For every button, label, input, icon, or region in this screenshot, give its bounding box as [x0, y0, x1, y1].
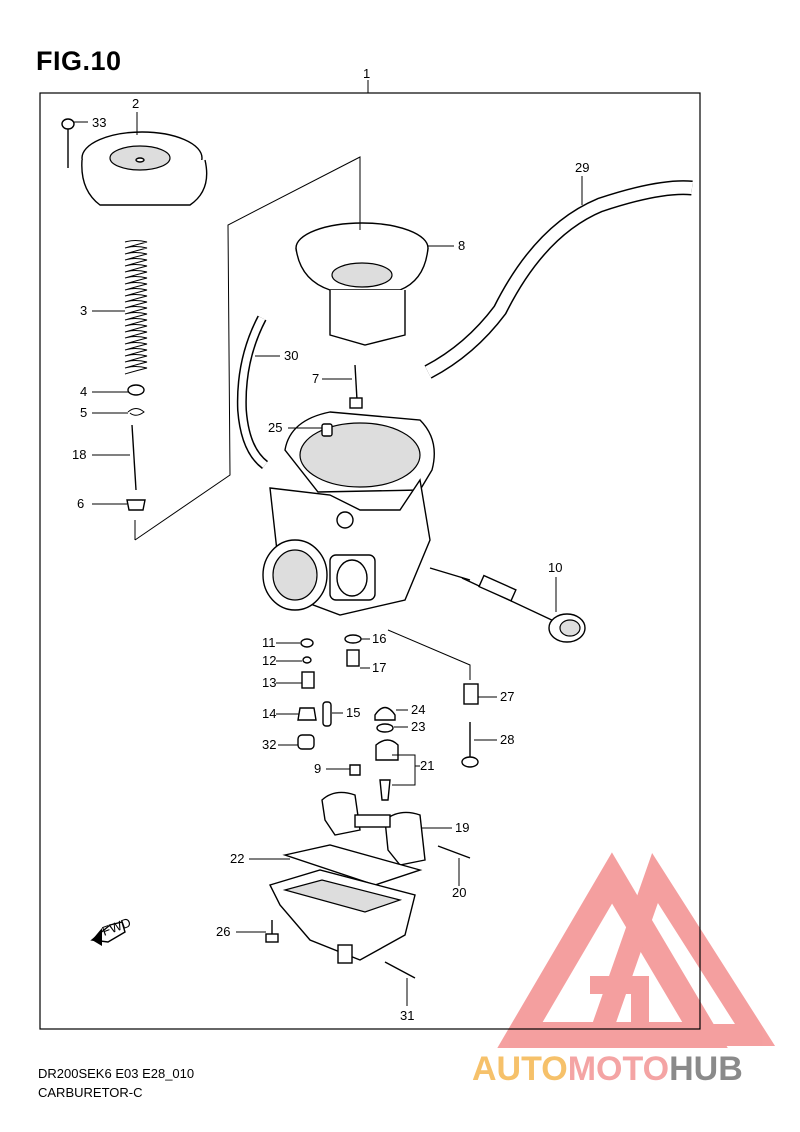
part-number-24: 24 [411, 702, 425, 717]
part-number-33: 33 [92, 115, 106, 130]
part-number-17: 17 [372, 660, 386, 675]
part-number-6: 6 [77, 496, 84, 511]
o-ring-23 [376, 723, 394, 733]
piston-spring [124, 240, 148, 375]
watermark-auto: AUTO [472, 1050, 568, 1088]
needle-holder [126, 499, 146, 511]
drain-screw [384, 961, 416, 979]
figure-title: FIG.10 [36, 46, 122, 76]
spring-27 [463, 683, 479, 705]
part-number-26: 26 [216, 924, 230, 939]
part-number-15: 15 [346, 705, 360, 720]
watermark-hub: HUB [669, 1050, 743, 1088]
pilot-jet-15 [322, 701, 332, 727]
part-number-9: 9 [314, 761, 321, 776]
pilot-screw-14 [297, 707, 317, 721]
cap-32 [297, 734, 315, 750]
watermark-logo [497, 852, 776, 1048]
float-chamber [269, 869, 416, 964]
part-number-5: 5 [80, 405, 87, 420]
part-number-2: 2 [132, 96, 139, 111]
part-number-3: 3 [80, 303, 87, 318]
holder-24 [374, 706, 396, 721]
o-ring-11 [300, 638, 314, 648]
washer-16 [344, 634, 362, 644]
section-name: CARBURETOR-C [38, 1085, 143, 1100]
float-needle [437, 845, 471, 859]
part-number-21: 21 [420, 758, 434, 773]
part-number-31: 31 [400, 1008, 414, 1023]
cap-screw [61, 118, 75, 168]
part-number-22: 22 [230, 851, 244, 866]
part-number-13: 13 [262, 675, 276, 690]
part-number-19: 19 [455, 820, 469, 835]
carburetor-cap [81, 131, 208, 206]
part-number-28: 28 [500, 732, 514, 747]
spring-seat [127, 384, 145, 396]
washer-12 [302, 656, 312, 664]
fwd-arrow-icon [90, 921, 126, 946]
spring-13 [301, 671, 315, 689]
chamber-screw [265, 920, 279, 943]
pilot-air-screw [321, 423, 333, 437]
part-number-29: 29 [575, 160, 589, 175]
assembly-frame [39, 92, 701, 1030]
part-number-10: 10 [548, 560, 562, 575]
main-jet-9 [349, 764, 361, 776]
part-number-23: 23 [411, 719, 425, 734]
plug-17 [346, 649, 360, 667]
part-number-25: 25 [268, 420, 282, 435]
part-number-11: 11 [262, 635, 276, 650]
assembly-label: 1 [363, 66, 370, 81]
watermark-text: AUTOMOTOHUB [472, 1050, 743, 1089]
carburetor-body [262, 411, 471, 616]
watermark-moto: MOTO [567, 1050, 670, 1088]
part-number-32: 32 [262, 737, 276, 752]
model-code: DR200SEK6 E03 E28_010 [38, 1066, 195, 1081]
starter-cable [461, 574, 586, 643]
jet-needle [131, 424, 137, 491]
part-number-8: 8 [458, 238, 465, 253]
part-number-7: 7 [312, 371, 319, 386]
part-number-16: 16 [372, 631, 386, 646]
throttle-stop-screw [349, 364, 363, 409]
needle-clip [127, 408, 145, 416]
throttle-piston [295, 222, 429, 346]
main-jet-21 [375, 739, 399, 761]
part-number-4: 4 [80, 384, 87, 399]
part-number-30: 30 [284, 348, 298, 363]
part-number-20: 20 [452, 885, 466, 900]
float [321, 791, 426, 866]
part-number-18: 18 [72, 447, 86, 462]
part-number-27: 27 [500, 689, 514, 704]
part-number-14: 14 [262, 706, 276, 721]
part-number-12: 12 [262, 653, 276, 668]
float-chamber-gasket [282, 844, 423, 886]
